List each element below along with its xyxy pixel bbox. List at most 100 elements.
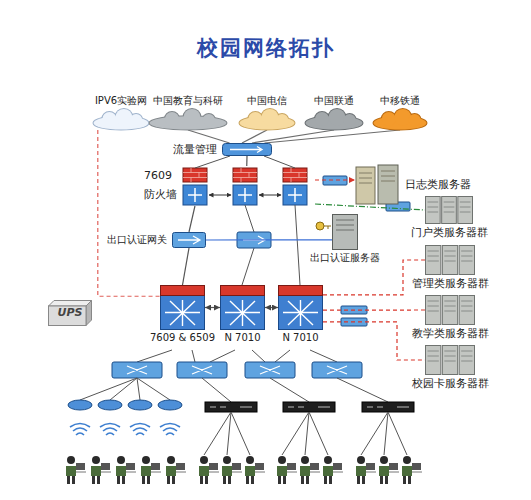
cloud-fill <box>262 109 279 126</box>
switch-arrows <box>188 188 202 202</box>
node-label: 出口认证服务器 <box>309 252 381 264</box>
cloud-icon <box>148 108 228 130</box>
server-rack <box>442 197 457 224</box>
server-rack <box>442 296 457 325</box>
cloud-fill <box>343 114 355 126</box>
cloud-outline <box>315 112 329 126</box>
node-label: UPS <box>58 306 83 319</box>
network-link <box>246 156 247 166</box>
ups-front <box>49 306 87 326</box>
core-star <box>283 300 318 326</box>
node-label: 中国电信 <box>246 95 288 107</box>
firewall-switch <box>283 185 307 205</box>
cloud-outline <box>248 112 262 126</box>
rack-slots <box>461 301 472 311</box>
network-link <box>265 307 278 308</box>
rack-slots <box>428 301 439 311</box>
node-label: 7609 <box>143 169 173 182</box>
node-label: 流量管理 <box>172 143 218 156</box>
gateway-mark <box>178 236 200 244</box>
core-switch: 7609 & 6509 <box>160 285 205 330</box>
network-link <box>323 309 425 310</box>
uplink-wire <box>195 156 295 168</box>
server-rack <box>459 246 474 275</box>
user-figure <box>277 456 297 484</box>
network-cloud: 中国教育与科研 <box>148 108 228 130</box>
access-point <box>128 400 152 410</box>
core-icon <box>220 285 265 330</box>
cloud-outline <box>165 112 179 126</box>
rack-slots <box>444 351 455 361</box>
racks-icon <box>425 345 475 375</box>
node-label: 日志类服务器 <box>404 178 472 191</box>
cloud-fill <box>276 114 288 126</box>
node-label: 7609 & 6509 <box>149 332 216 344</box>
core-top <box>161 286 205 296</box>
user-figure <box>245 456 265 484</box>
cloud-outline <box>203 114 215 126</box>
network-cloud: 中国电信 <box>238 108 296 130</box>
network-link <box>188 130 230 143</box>
rack-slots <box>428 351 439 361</box>
device-icon <box>222 143 272 156</box>
core-body <box>279 286 323 330</box>
access-wire <box>137 350 337 362</box>
core-switch: N 7010 <box>278 285 323 330</box>
user-wire <box>204 412 407 455</box>
cloud-fill <box>394 109 411 126</box>
wifi-signal <box>100 424 120 436</box>
towers-icon <box>355 165 400 205</box>
cloud-outline <box>184 109 201 126</box>
user-figure <box>116 456 136 484</box>
diagram-title: 校园网络拓扑 <box>0 34 531 62</box>
cloud-outline <box>343 114 355 126</box>
cloud-outline <box>262 109 279 126</box>
cloud-outline <box>102 112 116 126</box>
gateway-device: 出口认证网关 <box>172 232 206 248</box>
wifi-signal <box>130 424 150 436</box>
cloud-icon <box>238 108 296 130</box>
rack-slots <box>460 202 471 212</box>
rack-slots <box>428 251 439 261</box>
core-icon <box>278 285 323 330</box>
server-rack <box>442 346 457 375</box>
firewall-icon <box>233 168 257 182</box>
server-tower <box>333 215 358 250</box>
cloud-outline <box>382 112 396 126</box>
network-link <box>265 130 401 143</box>
log-server: 日志类服务器 <box>355 165 400 205</box>
gateway-icon <box>172 232 206 248</box>
user-figure <box>323 456 343 484</box>
cloud-fill <box>130 114 142 126</box>
firewall-switch <box>233 185 257 205</box>
cloud-icon <box>92 108 150 130</box>
node-label: N 7010 <box>223 332 261 344</box>
core-star <box>225 300 260 326</box>
server-group: 管理类服务器群 <box>425 245 475 275</box>
cloud-fill <box>329 109 346 126</box>
device-body <box>223 144 272 156</box>
server-slots <box>336 220 354 230</box>
node-label: 管理类服务器群 <box>411 277 490 290</box>
access-wire <box>202 378 388 402</box>
cloud-fill <box>382 112 396 126</box>
user-figure <box>199 456 219 484</box>
racks-icon <box>425 295 475 325</box>
cloud-icon <box>304 108 364 130</box>
node-label: 门户类服务器群 <box>410 226 489 239</box>
rack-slots <box>444 251 455 261</box>
firewall-switch <box>183 185 207 205</box>
user-figure <box>402 456 422 484</box>
racks-icon <box>425 196 473 224</box>
server-group: 门户类服务器群 <box>425 196 473 224</box>
server-rack <box>458 197 473 224</box>
failover-arrow <box>209 195 231 196</box>
cloud-outline <box>408 114 420 126</box>
network-cloud: 中移铁通 <box>372 108 428 130</box>
node-label: 中国教育与科研 <box>152 95 224 107</box>
server-group: 校园卡服务器群 <box>425 345 475 375</box>
network-link <box>98 130 160 296</box>
cloud-outline <box>116 109 133 126</box>
core-icon <box>160 285 205 330</box>
server-rack <box>459 296 474 325</box>
